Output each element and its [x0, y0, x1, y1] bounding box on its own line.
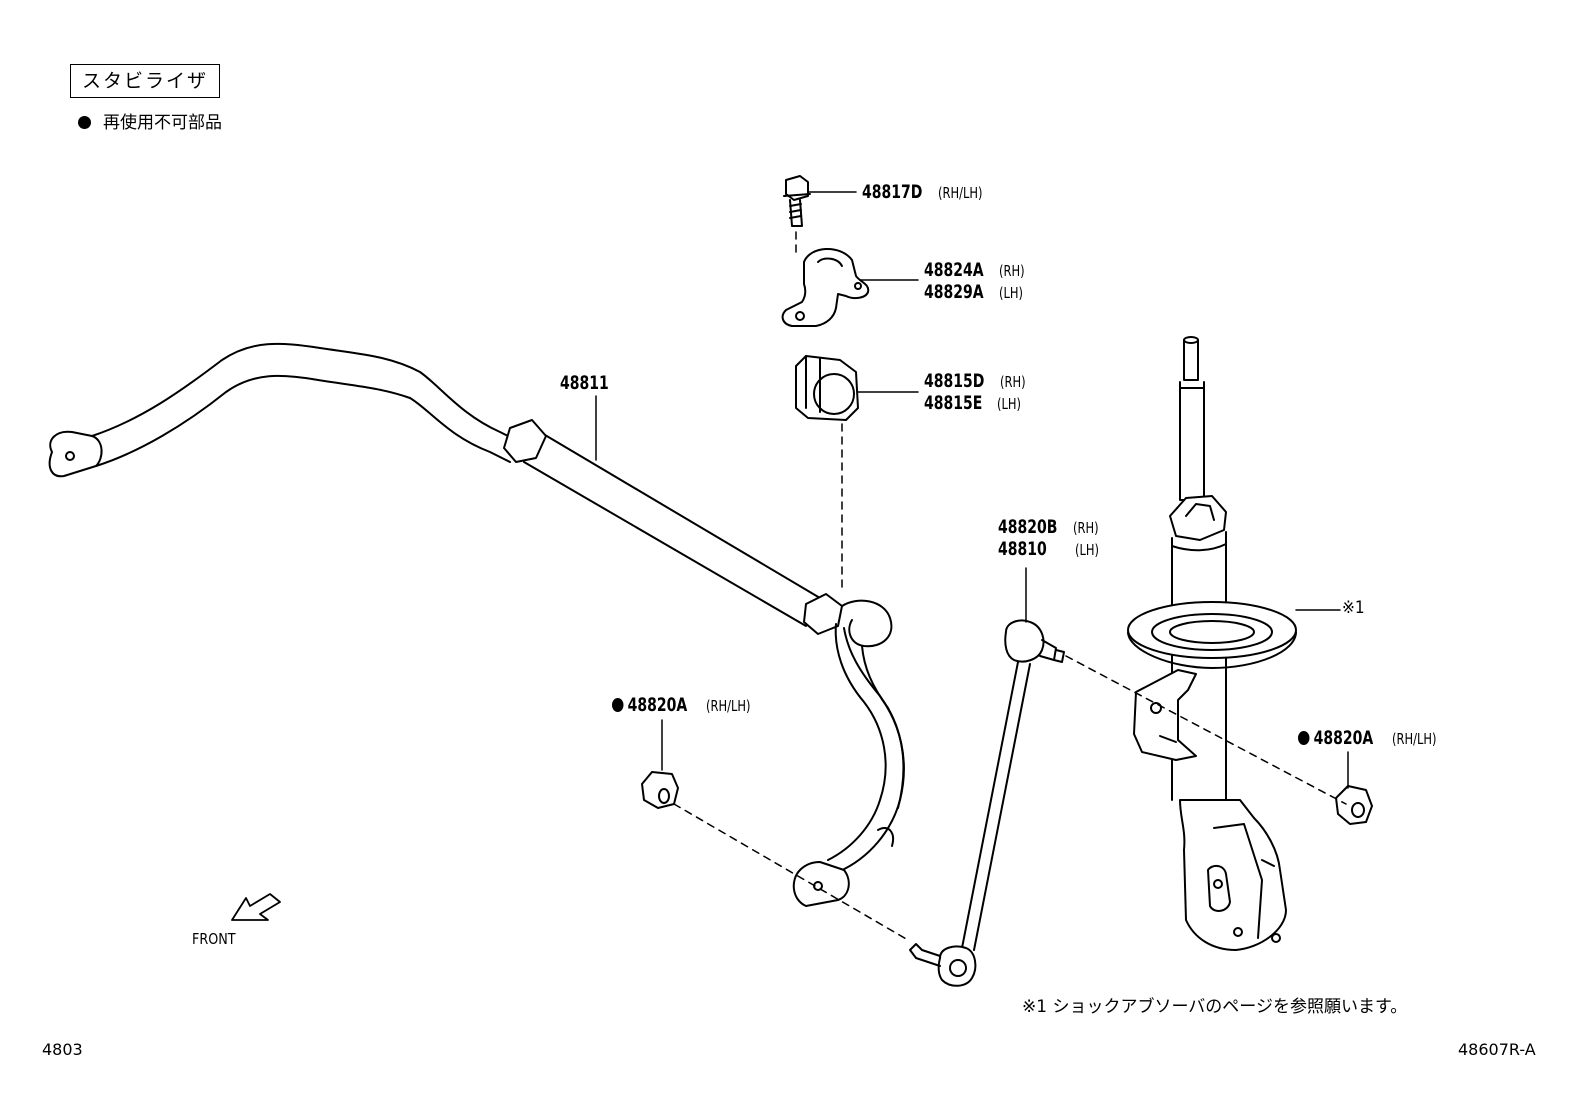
- label-48829a[interactable]: 48829A (LH): [924, 281, 1027, 303]
- label-48824a[interactable]: 48824A (RH): [924, 259, 1029, 281]
- bushing-part: [795, 355, 859, 421]
- part-suffix: (LH): [997, 395, 1022, 413]
- nut-right-part: [1335, 785, 1373, 825]
- part-suffix: (RH): [998, 262, 1025, 280]
- label-48820b[interactable]: 48820B (RH): [998, 516, 1103, 538]
- front-arrow-icon: [231, 893, 281, 921]
- legend-text: 再使用不可部品: [103, 113, 222, 133]
- label-48810[interactable]: 48810 (LH): [998, 538, 1104, 560]
- assembly-lines: [673, 231, 1347, 941]
- part-number: 48815E: [924, 392, 983, 414]
- label-48820a-right[interactable]: 48820A (RH/LH): [1298, 727, 1444, 749]
- nut-left-part: [641, 771, 679, 809]
- leader-lines: [595, 191, 1349, 789]
- bolt-part: [783, 175, 811, 227]
- part-suffix: (LH): [998, 284, 1023, 302]
- part-number: 48820A: [612, 694, 688, 716]
- label-48817d[interactable]: 48817D (RH/LH): [862, 181, 990, 203]
- label-48811[interactable]: 48811: [560, 372, 619, 394]
- part-suffix: (RH): [1072, 519, 1099, 537]
- part-number: 48824A: [924, 259, 984, 281]
- stabilizer-bar: [48, 342, 905, 907]
- part-suffix: (RH): [999, 373, 1026, 391]
- part-number: 48810: [998, 538, 1047, 560]
- shock-absorber: [1127, 336, 1297, 951]
- part-suffix: (RH/LH): [937, 184, 983, 202]
- part-number: 48829A: [924, 281, 984, 303]
- non-reusable-dot-icon: [78, 116, 91, 129]
- part-number: 48811: [560, 372, 609, 394]
- shock-ref-label: ※1: [1342, 598, 1365, 618]
- part-number: 48817D: [862, 181, 923, 203]
- reference-note: ※1 ショックアブソーバのページを参照願います。: [1022, 997, 1408, 1017]
- footer-left-code: 4803: [42, 1040, 83, 1059]
- bracket-part: [781, 247, 870, 327]
- part-suffix: (RH/LH): [1391, 730, 1437, 748]
- part-number: 48820A: [1298, 727, 1374, 749]
- front-label: FRONT: [192, 930, 236, 948]
- label-48815d[interactable]: 48815D (RH): [924, 370, 1030, 392]
- label-48815e[interactable]: 48815E (LH): [924, 392, 1025, 414]
- diagram-title: スタビライザ: [70, 64, 220, 98]
- legend: 再使用不可部品: [78, 108, 222, 133]
- stabilizer-link: [909, 619, 1065, 987]
- part-number: 48820B: [998, 516, 1058, 538]
- part-suffix: (RH/LH): [705, 697, 751, 715]
- part-suffix: (LH): [1075, 541, 1100, 559]
- footer-right-code: 48607R-A: [1458, 1040, 1536, 1059]
- part-number: 48815D: [924, 370, 985, 392]
- label-48820a-left[interactable]: 48820A (RH/LH): [612, 694, 758, 716]
